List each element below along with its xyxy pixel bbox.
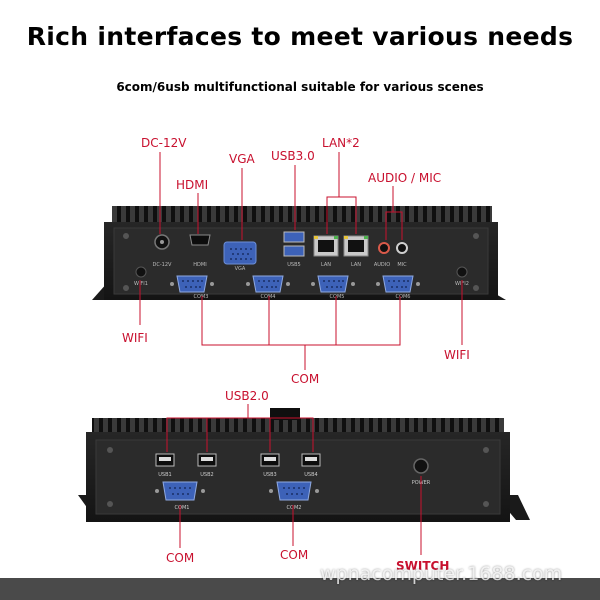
com-port-6 (376, 275, 420, 293)
usb3-silk: USB3 (263, 472, 276, 478)
bottom-device: USB1 USB2 USB3 USB4 COM1 COM2 POWER (78, 408, 530, 522)
callout-usb3: USB3.0 (271, 149, 315, 163)
wifi-antenna-left (135, 266, 147, 278)
page-title: Rich interfaces to meet various needs (26, 22, 574, 51)
com6-silk: COM6 (396, 294, 411, 300)
usb3-port-1 (283, 231, 305, 243)
screw (483, 447, 489, 453)
com-port-2 (269, 481, 319, 501)
usb3-port-2 (283, 245, 305, 257)
callout-hdmi: HDMI (176, 178, 209, 192)
callout-wifi-left: WIFI (122, 331, 148, 345)
hdmi-silk: HDMI (193, 262, 206, 268)
com-port-1 (155, 481, 205, 501)
screw (473, 285, 479, 291)
usb1-silk: USB1 (158, 472, 171, 478)
screw (107, 501, 113, 507)
watermark: wpnacomputer.1688.com (320, 563, 563, 585)
io-panel (95, 439, 501, 515)
screw (107, 447, 113, 453)
callout-audio-mic: AUDIO / MIC (368, 171, 442, 185)
audio-jack (378, 242, 390, 254)
top-callout-lines (139, 152, 463, 370)
heatsink-fins (112, 206, 492, 226)
power-button (413, 458, 429, 474)
mic-jack (396, 242, 408, 254)
page-subtitle: 6com/6usb multifunctional suitable for v… (116, 80, 484, 94)
com-port-3 (170, 275, 214, 293)
callout-usb2: USB2.0 (225, 389, 269, 403)
heatsink-fins (92, 418, 504, 436)
callout-vga: VGA (229, 152, 255, 166)
com2-silk: COM2 (287, 505, 302, 511)
mic-silk: MIC (397, 262, 407, 268)
com-port-5 (311, 275, 355, 293)
chassis-clip (270, 408, 300, 420)
callout-dc: DC-12V (141, 136, 187, 150)
screw (123, 285, 129, 291)
lan1-silk: LAN (321, 262, 331, 268)
top-device: DC-12V HDMI VGA USB5 LAN LAN AUDIO MIC (92, 206, 506, 300)
callout-wifi-right: WIFI (444, 348, 470, 362)
com4-silk: COM4 (261, 294, 276, 300)
audio-silk: AUDIO (374, 262, 390, 268)
com5-silk: COM5 (330, 294, 345, 300)
vga-port (223, 241, 257, 265)
usb2-silk: USB2 (200, 472, 213, 478)
com3-silk: COM3 (194, 294, 209, 300)
usb4-silk: USB4 (304, 472, 317, 478)
vga-silk: VGA (235, 266, 246, 272)
wifi-antenna-right (456, 266, 468, 278)
callout-lan: LAN*2 (322, 136, 360, 150)
com-port-4 (246, 275, 290, 293)
lan2-silk: LAN (351, 262, 361, 268)
callout-com-left: COM (166, 551, 195, 565)
usb-silk: USB5 (287, 262, 300, 268)
screw (473, 233, 479, 239)
dc-silk: DC-12V (153, 262, 173, 268)
screw (483, 501, 489, 507)
callout-com-top: COM (291, 372, 320, 386)
bottom-callout-lines (166, 404, 422, 555)
callout-com-right: COM (280, 548, 309, 562)
screw (123, 233, 129, 239)
hdmi-port (189, 234, 211, 246)
com1-silk: COM1 (175, 505, 190, 511)
footer-strip (0, 578, 600, 600)
callout-switch: SWITCH (396, 559, 450, 573)
wifi1-silk: WIFI1 (134, 281, 148, 287)
